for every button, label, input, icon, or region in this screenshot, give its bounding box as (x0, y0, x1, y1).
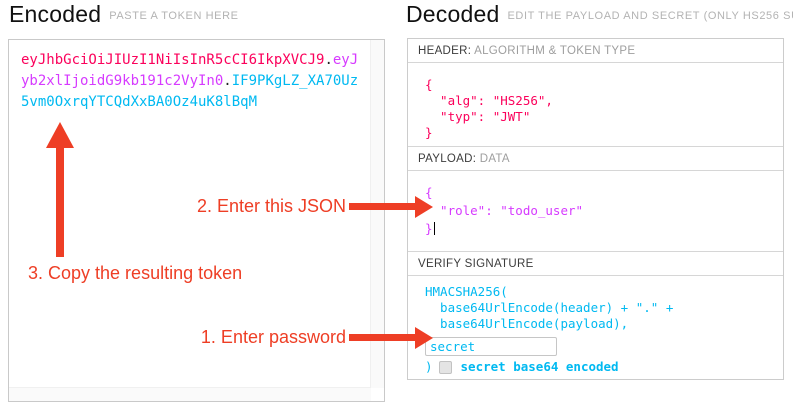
signature-close-row: ) secret base64 encoded (420, 359, 783, 375)
signature-section-label: VERIFY SIGNATURE (408, 252, 783, 276)
token-dot: . (223, 73, 232, 89)
header-json: { "alg": "HS256", "typ": "JWT" } (425, 77, 553, 140)
decoded-table: HEADER: ALGORITHM & TOKEN TYPE { "alg": … (407, 38, 784, 380)
payload-code-editor[interactable]: { "role": "todo_user" } (408, 171, 783, 252)
header-label-primary: HEADER: (418, 44, 472, 57)
header-section-label: HEADER: ALGORITHM & TOKEN TYPE (408, 39, 783, 63)
decoded-title: Decoded (406, 1, 500, 27)
jwt-token-text[interactable]: eyJhbGciOiJIUzI1NiIsInR5cCI6IkpXVCJ9.eyJ… (21, 50, 367, 113)
header-label-secondary: ALGORITHM & TOKEN TYPE (471, 44, 636, 57)
encoded-title: Encoded (9, 1, 102, 27)
payload-label-secondary: DATA (476, 152, 510, 165)
close-paren: ) (425, 359, 433, 374)
base64-encoded-checkbox[interactable] (438, 360, 452, 374)
arrow-up-step3-shaft (56, 146, 64, 257)
horizontal-scrollbar[interactable] (9, 387, 371, 401)
annotation-step3-label: 3. Copy the resulting token (28, 263, 243, 283)
decoded-header: Decoded EDIT THE PAYLOAD AND SECRET (ONLY… (406, 1, 793, 28)
payload-label-primary: PAYLOAD: (418, 152, 477, 165)
arrow-right-step2-icon (415, 196, 433, 218)
signature-algorithm-code: HMACSHA256( base64UrlEncode(header) + ".… (425, 284, 674, 331)
signature-editor: HMACSHA256( base64UrlEncode(header) + ".… (408, 276, 783, 379)
annotation-step2-label: 2. Enter this JSON (196, 196, 346, 216)
token-dot: . (324, 52, 333, 68)
signature-label-primary: VERIFY SIGNATURE (418, 257, 534, 270)
header-code-editor[interactable]: { "alg": "HS256", "typ": "JWT" } (408, 63, 783, 147)
encoded-token-input[interactable]: eyJhbGciOiJIUzI1NiIsInR5cCI6IkpXVCJ9.eyJ… (8, 39, 385, 402)
payload-section-label: PAYLOAD: DATA (408, 147, 783, 171)
arrow-right-step1-icon (415, 327, 433, 349)
token-signature-segment: IF9PKgLZ_XA70Uz5vm0OxrqYTCQdXxBA0Oz4uK8l… (21, 73, 359, 110)
payload-json: { "role": "todo_user" } (425, 185, 584, 236)
text-caret (433, 222, 435, 235)
token-payload-segment: eyJyb2xlIjoidG9kb191c2VyIn0 (21, 52, 359, 89)
secret-input[interactable] (425, 337, 557, 356)
base64-checkbox-label: secret base64 encoded (460, 359, 619, 374)
encoded-header: Encoded PASTE A TOKEN HERE (9, 1, 239, 28)
vertical-scrollbar[interactable] (370, 40, 384, 388)
token-header-segment: eyJhbGciOiJIUzI1NiIsInR5cCI6IkpXVCJ9 (21, 52, 325, 68)
annotation-step1-label: 1. Enter password (200, 327, 346, 347)
arrow-up-step3-icon (46, 122, 74, 148)
encoded-subtitle: PASTE A TOKEN HERE (109, 10, 239, 22)
decoded-subtitle: EDIT THE PAYLOAD AND SECRET (ONLY HS256 … (507, 10, 793, 22)
arrow-right-step1-shaft (349, 334, 416, 341)
arrow-right-step2-shaft (349, 203, 416, 210)
